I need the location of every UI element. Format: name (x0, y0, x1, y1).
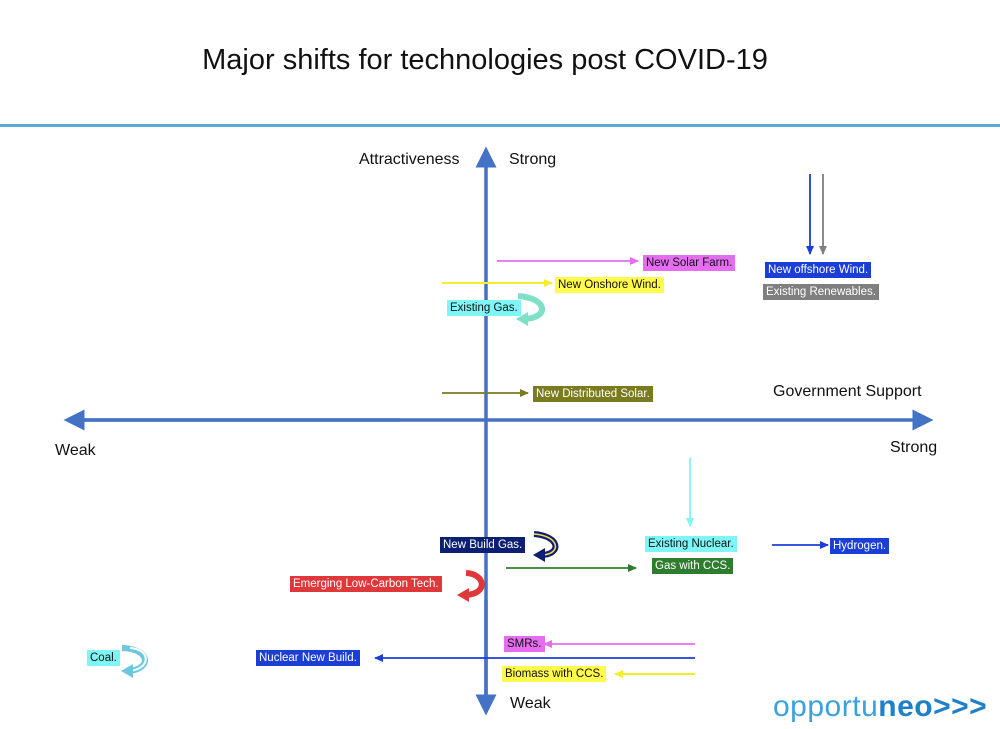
tag-coal: Coal. (87, 650, 120, 666)
tag-nuclear-new-build: Nuclear New Build. (256, 650, 360, 666)
tag-emerging-low-carbon-tech: Emerging Low-Carbon Tech. (290, 576, 442, 592)
y-axis-label: Attractiveness (359, 151, 460, 168)
tag-existing-gas: Existing Gas. (447, 300, 521, 316)
new-build-gas-uturn-arrow (533, 531, 559, 562)
tag-hydrogen: Hydrogen. (830, 538, 890, 554)
title-divider (0, 124, 1000, 127)
tag-existing-renewables: Existing Renewables. (763, 284, 879, 300)
x-axis-right-label: Strong (890, 439, 938, 456)
page-title: Major shifts for technologies post COVID… (202, 44, 768, 76)
existing-gas-uturn-arrow (516, 293, 546, 326)
tag-new-build-gas: New Build Gas. (440, 537, 526, 553)
logo-chevrons-icon: >>> (933, 690, 988, 723)
y-axis-bottom-label: Weak (510, 695, 551, 712)
logo-text-part1: opportu (773, 690, 879, 723)
coal-uturn-arrow (121, 645, 148, 678)
tag-new-solar-farm: New Solar Farm. (643, 255, 736, 271)
y-axis-top-label: Strong (509, 151, 557, 168)
opportuneo-logo: opportuneo>>> (773, 690, 987, 724)
tag-smrs: SMRs. (504, 636, 545, 652)
tag-existing-nuclear: Existing Nuclear. (645, 536, 737, 552)
emerging-low-carbon-uturn-arrow (457, 570, 485, 602)
x-axis-left-label: Weak (55, 442, 96, 459)
tag-new-distributed-solar: New Distributed Solar. (533, 386, 653, 402)
logo-text-part2: neo (878, 690, 934, 723)
tag-gas-with-ccs: Gas with CCS. (652, 558, 734, 574)
tag-biomass-with-ccs: Biomass with CCS. (502, 666, 607, 682)
tag-new-offshore-wind: New offshore Wind. (765, 262, 872, 278)
tag-new-onshore-wind: New Onshore Wind. (555, 277, 664, 293)
x-axis-label: Government Support (773, 383, 922, 400)
